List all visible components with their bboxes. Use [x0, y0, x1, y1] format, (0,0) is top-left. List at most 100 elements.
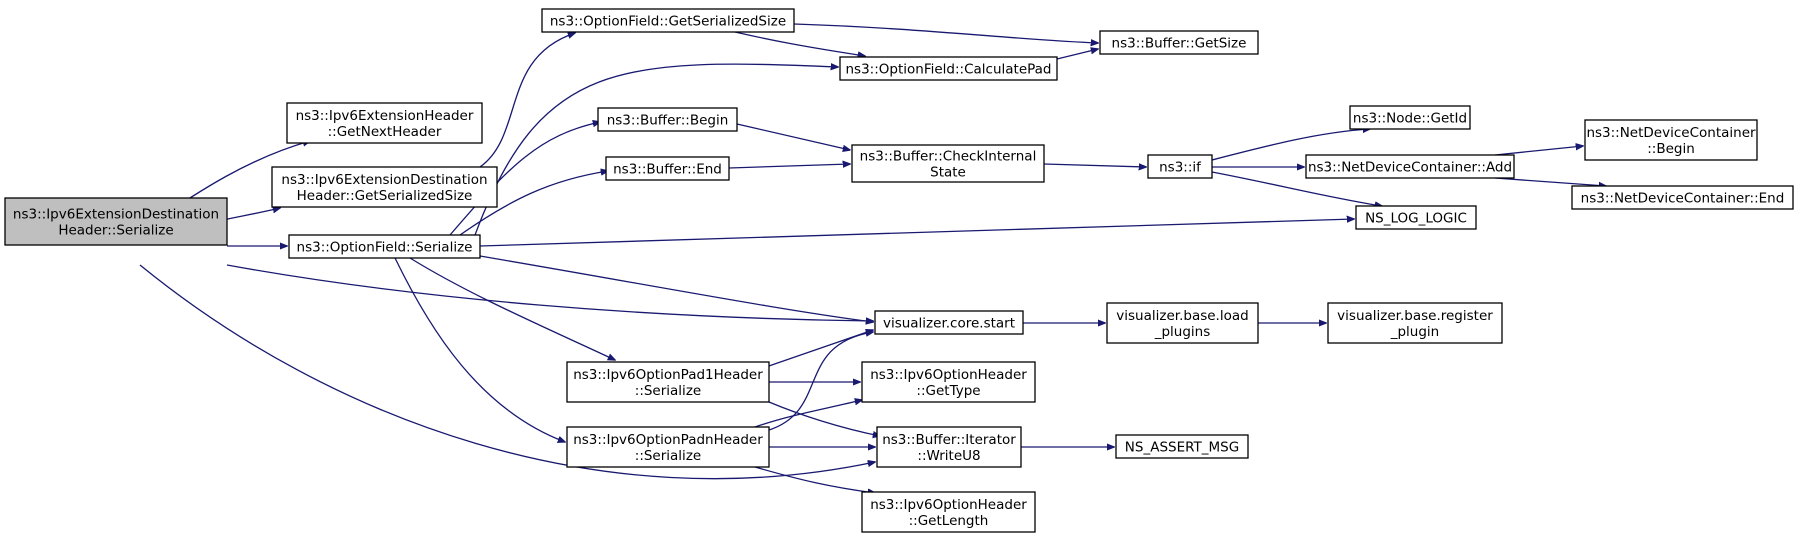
- node-label: ns3::OptionField::GetSerializedSize: [550, 14, 786, 30]
- edge-n12-to-n13: [1494, 146, 1583, 156]
- graph-node[interactable]: NS_LOG_LOGIC: [1355, 205, 1477, 230]
- edge-n12-to-n14: [1494, 177, 1606, 186]
- graph-node[interactable]: ns3::Ipv6OptionPadnHeader::Serialize: [566, 426, 770, 468]
- node-box: [1327, 302, 1503, 344]
- node-label: Header::GetSerializedSize: [297, 188, 473, 204]
- graph-node[interactable]: visualizer.base.load_plugins: [1106, 302, 1259, 344]
- graph-node[interactable]: visualizer.base.register_plugin: [1327, 302, 1503, 344]
- edge-n9-to-n10: [1043, 164, 1146, 167]
- edge-n3-to-n8: [459, 171, 608, 236]
- node-label: _plugin: [1390, 324, 1440, 340]
- graph-node[interactable]: ns3::Buffer::GetSize: [1099, 30, 1259, 55]
- node-label: ns3::Ipv6OptionPadnHeader: [573, 432, 763, 448]
- graph-node[interactable]: visualizer.core.start: [874, 310, 1024, 335]
- edge-n7-to-n9: [736, 123, 850, 150]
- graph-node[interactable]: NS_ASSERT_MSG: [1115, 434, 1249, 459]
- edge-n3-to-n7: [449, 122, 600, 236]
- graph-node[interactable]: ns3::Ipv6OptionPad1Header::Serialize: [566, 361, 770, 403]
- node-box: [874, 310, 1024, 335]
- node-label: ns3::NetDeviceContainer::End: [1581, 191, 1785, 207]
- graph-node[interactable]: ns3::Ipv6ExtensionHeader::GetNextHeader: [286, 102, 483, 144]
- node-label: ns3::Ipv6OptionHeader: [870, 497, 1027, 513]
- node-box: [1099, 30, 1259, 55]
- node-box: [851, 144, 1045, 183]
- node-label: visualizer.core.start: [883, 316, 1015, 332]
- node-box: [876, 426, 1022, 468]
- node-box: [1147, 154, 1213, 179]
- node-box: [271, 166, 498, 208]
- node-label: State: [930, 165, 966, 181]
- node-label: ns3::Buffer::Iterator: [882, 432, 1016, 448]
- graph-node[interactable]: ns3::NetDeviceContainer::Begin: [1584, 119, 1758, 161]
- node-box: [286, 102, 483, 144]
- node-label: ns3::Buffer::End: [613, 162, 722, 178]
- node-label: _plugins: [1154, 324, 1211, 340]
- node-box: [861, 491, 1036, 533]
- node-label: ::WriteU8: [917, 448, 980, 464]
- graph-node[interactable]: ns3::Buffer::Iterator::WriteU8: [876, 426, 1022, 468]
- node-label: ::GetType: [916, 383, 980, 399]
- edge-n8-to-n9: [728, 164, 850, 169]
- node-box: [1571, 185, 1794, 210]
- node-label: NS_ASSERT_MSG: [1125, 440, 1239, 456]
- node-label: ns3::Ipv6OptionPad1Header: [573, 367, 763, 383]
- edge-n3-to-n21: [394, 257, 565, 442]
- node-label: ns3::Buffer::Begin: [607, 113, 729, 129]
- node-box: [1584, 119, 1758, 161]
- edge-n21-to-n24: [754, 466, 875, 493]
- node-label: visualizer.base.register: [1337, 308, 1493, 324]
- node-box: [839, 56, 1058, 81]
- node-label: ns3::Buffer::GetSize: [1112, 36, 1247, 52]
- edge-n10-to-n11: [1211, 129, 1370, 161]
- graph-node[interactable]: ns3::Ipv6ExtensionDestinationHeader::Get…: [271, 166, 498, 208]
- graph-node[interactable]: ns3::OptionField::Serialize: [288, 234, 481, 259]
- node-label: ::Begin: [1647, 141, 1695, 157]
- node-box: [1106, 302, 1259, 344]
- graph-node[interactable]: ns3::Buffer::Begin: [597, 107, 738, 132]
- graph-node[interactable]: ns3::OptionField::GetSerializedSize: [541, 8, 795, 33]
- node-box: [1349, 105, 1471, 130]
- node-label: ns3::OptionField::CalculatePad: [845, 62, 1051, 78]
- edge-n21-to-n20: [754, 400, 862, 428]
- graph-node[interactable]: ns3::Ipv6OptionHeader::GetType: [861, 361, 1036, 403]
- node-label: NS_LOG_LOGIC: [1365, 211, 1467, 227]
- node-label: ns3::Ipv6ExtensionDestination: [13, 207, 219, 223]
- graph-node[interactable]: ns3::NetDeviceContainer::Add: [1305, 154, 1515, 179]
- graph-node[interactable]: ns3::Node::GetId: [1349, 105, 1471, 130]
- edge-n21-to-n16: [768, 332, 873, 431]
- node-label: ns3::Ipv6OptionHeader: [870, 367, 1027, 383]
- edge-n2-to-n4: [479, 33, 575, 168]
- node-label: ::Serialize: [635, 383, 701, 399]
- node-box: [1305, 154, 1515, 179]
- node-label: Header::Serialize: [58, 223, 173, 239]
- edge-n3-to-n15: [479, 219, 1354, 247]
- graph-node[interactable]: ns3::NetDeviceContainer::End: [1571, 185, 1794, 210]
- node-label: ns3::Ipv6ExtensionHeader: [296, 108, 474, 124]
- graph-node[interactable]: ns3::Ipv6OptionHeader::GetLength: [861, 491, 1036, 533]
- edge-n3-to-n16: [479, 255, 873, 322]
- node-box: [1115, 434, 1249, 459]
- node-box: [605, 156, 730, 181]
- node-box: [1355, 205, 1477, 230]
- node-label: ns3::if: [1159, 160, 1202, 176]
- node-label: ns3::NetDeviceContainer::Add: [1308, 160, 1512, 176]
- node-label: ::GetNextHeader: [328, 124, 442, 140]
- edge-n10-to-n15: [1211, 171, 1382, 206]
- node-box: [566, 361, 770, 403]
- node-label: ns3::OptionField::Serialize: [297, 240, 473, 256]
- edge-n19-to-n22: [768, 401, 880, 436]
- graph-node[interactable]: ns3::if: [1147, 154, 1213, 179]
- node-box: [541, 8, 795, 33]
- edge-n0-to-n22: [139, 264, 875, 480]
- node-box: [288, 234, 481, 259]
- edge-n0-to-n16: [226, 264, 873, 321]
- graph-node[interactable]: ns3::Buffer::End: [605, 156, 730, 181]
- root-node[interactable]: ns3::Ipv6ExtensionDestinationHeader::Ser…: [4, 197, 228, 246]
- nodes-layer: ns3::Ipv6ExtensionDestinationHeader::Ser…: [4, 8, 1794, 533]
- node-label: ns3::Ipv6ExtensionDestination: [281, 172, 487, 188]
- node-label: ::GetLength: [909, 513, 989, 529]
- graph-node[interactable]: ns3::OptionField::CalculatePad: [839, 56, 1058, 81]
- edge-n3-to-n19: [409, 257, 615, 360]
